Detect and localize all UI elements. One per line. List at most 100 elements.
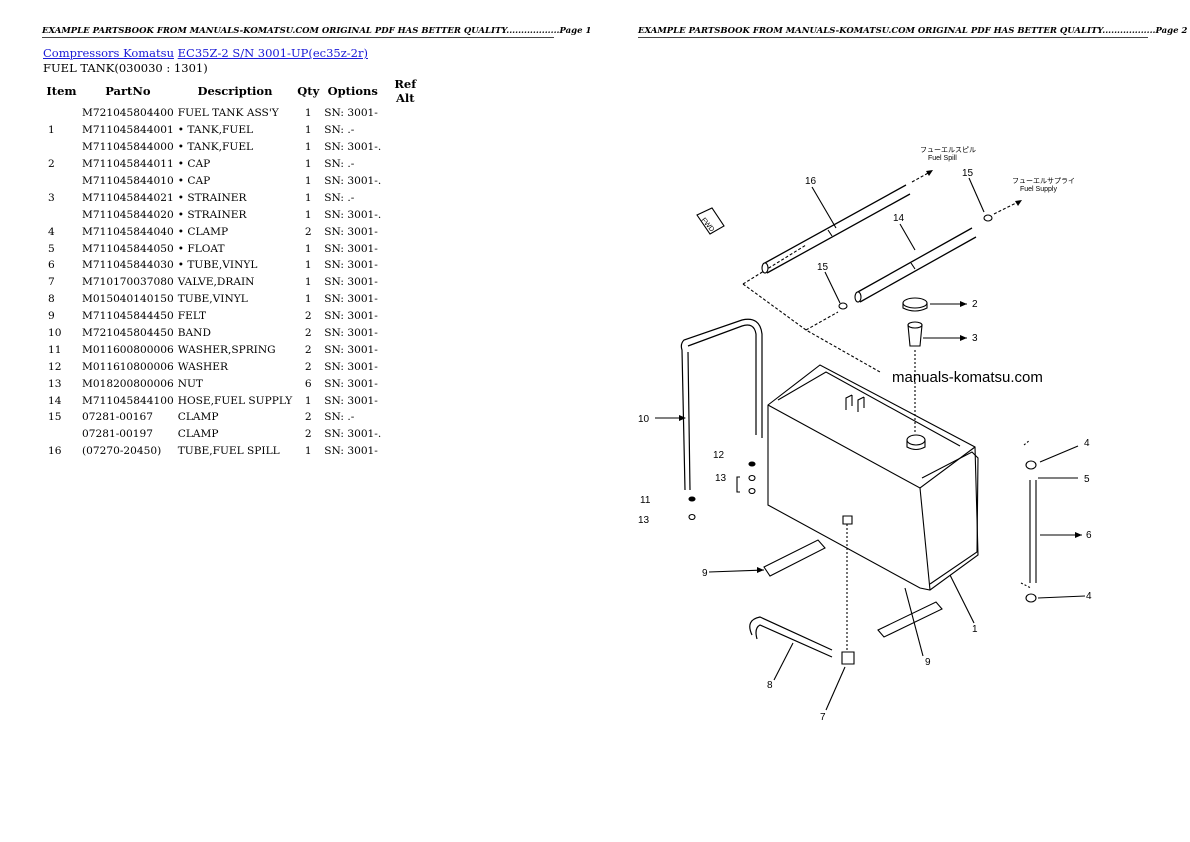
cell-options: SN: 3001- — [324, 445, 378, 458]
callout-15: 15 — [817, 262, 829, 273]
cell-desc: FELT — [177, 310, 207, 323]
breadcrumb: Compressors Komatsu EC35Z-2 S/N 3001-UP(… — [43, 46, 368, 60]
cell-partno: M711045844021 — [82, 191, 174, 204]
cell-qty: 1 — [304, 175, 312, 187]
page-header-right: EXAMPLE PARTSBOOK FROM MANUALS-KOMATSU.C… — [638, 26, 1188, 38]
cell-partno: M721045804450 — [82, 327, 174, 340]
cell-partno: M711045844000 — [82, 141, 174, 154]
page-header-left: EXAMPLE PARTSBOOK FROM MANUALS-KOMATSU.C… — [42, 26, 592, 38]
callout-11: 11 — [640, 495, 651, 506]
cell-partno: M011600800006 — [82, 343, 174, 356]
cell-qty: 1 — [304, 208, 312, 221]
fuel-spill-jp-label: フューエルスピル — [920, 146, 976, 154]
callout-12: 12 — [713, 450, 725, 461]
cell-desc: CLAMP — [177, 428, 219, 441]
cell-partno: M711045844450 — [82, 310, 174, 323]
fuel-supply-jp-label: フューエルサプライ — [1012, 177, 1075, 185]
cell-desc: • CAP — [177, 158, 211, 171]
cell-partno: M018200800006 — [82, 377, 174, 390]
cell-qty: 2 — [304, 310, 312, 323]
watermark: manuals-komatsu.com — [892, 369, 1043, 386]
cell-partno: M711045844010 — [82, 175, 174, 187]
cell-desc: WASHER — [177, 360, 228, 373]
cell-qty: 1 — [304, 107, 312, 120]
callout-4: 4 — [1084, 438, 1090, 449]
cell-item: 1 — [48, 124, 55, 137]
callout-15: 15 — [962, 168, 974, 179]
cell-options: SN: 3001- — [324, 276, 378, 289]
cell-partno: M711045844040 — [82, 225, 174, 238]
cell-desc: • STRAINER — [177, 191, 247, 204]
cell-partno: M711045844001 — [82, 124, 174, 137]
cell-desc: • CAP — [177, 175, 211, 187]
cell-partno: 07281-00167 — [82, 411, 153, 424]
cell-item: 3 — [48, 191, 55, 204]
cell-desc: FUEL TANK ASS'Y — [177, 107, 279, 120]
cell-partno: (07270-20450) — [82, 445, 162, 458]
cell-qty: 2 — [304, 428, 312, 441]
callout-1: 1 — [972, 624, 978, 635]
cell-desc: WASHER,SPRING — [177, 343, 276, 356]
cell-desc: TUBE,VINYL — [177, 293, 248, 306]
cell-options: SN: 3001-. — [324, 208, 382, 221]
table-row: M711045844010• CAP 1 SN: 3001-. — [43, 173, 427, 190]
callout-13: 13 — [638, 515, 650, 526]
callout-13: 13 — [715, 473, 727, 484]
cell-desc: • FLOAT — [177, 242, 225, 255]
cell-qty: 1 — [304, 242, 312, 255]
cell-item: 6 — [48, 259, 55, 272]
cell-desc: • CLAMP — [177, 225, 229, 238]
cell-options: SN: 3001- — [324, 377, 378, 390]
callout-9: 9 — [925, 657, 931, 668]
cell-partno: M015040140150 — [82, 293, 174, 306]
cell-desc: TUBE,FUEL SPILL — [177, 445, 280, 458]
cell-options: SN: 3001- — [324, 394, 378, 407]
cell-options: SN: 3001-. — [324, 175, 382, 187]
cell-options: SN: .- — [324, 191, 355, 204]
section-title: FUEL TANK(030030 : 1301) — [43, 61, 208, 75]
parts-table: Item PartNo Description Qty Options Ref … — [43, 77, 427, 460]
cell-item: 11 — [48, 343, 62, 356]
col-header-partno: PartNo — [105, 84, 151, 98]
cell-item: 14 — [48, 394, 62, 407]
cell-item: 2 — [48, 158, 55, 171]
cell-qty: 2 — [304, 327, 312, 340]
cell-partno: M711045844020 — [82, 208, 174, 221]
breadcrumb-link-compressors[interactable]: Compressors Komatsu — [43, 46, 174, 60]
cell-desc: BAND — [177, 327, 211, 340]
cell-options: SN: 3001- — [324, 310, 378, 323]
cell-qty: 2 — [304, 411, 312, 424]
cell-item: 9 — [48, 310, 55, 323]
cell-qty: 1 — [304, 276, 312, 289]
cell-options: SN: .- — [324, 124, 355, 137]
col-header-item: Item — [46, 84, 77, 98]
cell-qty: 1 — [304, 124, 312, 137]
cell-item: 16 — [48, 445, 62, 458]
cell-desc: HOSE,FUEL SUPPLY — [177, 394, 293, 407]
breadcrumb-link-model[interactable]: EC35Z-2 S/N 3001-UP(ec35z-2r) — [177, 46, 368, 60]
cell-qty: 2 — [304, 225, 312, 238]
cell-desc: CLAMP — [177, 411, 219, 424]
cell-options: SN: 3001- — [324, 293, 378, 306]
callout-4: 4 — [1086, 591, 1092, 602]
cell-desc: VALVE,DRAIN — [177, 276, 255, 289]
cell-options: SN: 3001- — [324, 107, 378, 120]
cell-qty: 1 — [304, 394, 312, 407]
callout-14: 14 — [893, 213, 905, 224]
